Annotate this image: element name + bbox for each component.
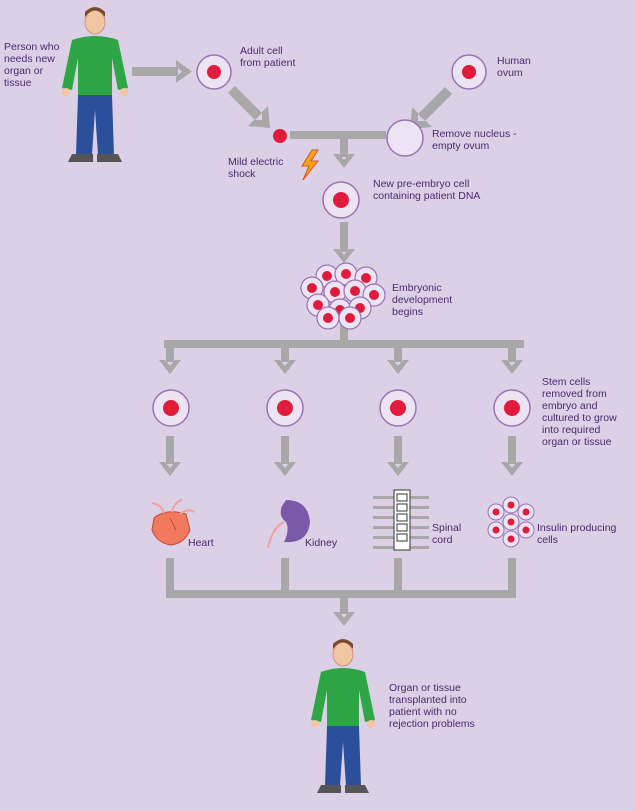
spinal-cord-label: Spinal cord [432, 522, 462, 546]
insulin-cells-icon [487, 496, 535, 548]
stem-cell-kidney [266, 389, 304, 427]
embryonic-label: Embryonic development begins [392, 282, 453, 318]
adult-cell [196, 54, 232, 90]
human-ovum-cell [451, 54, 487, 90]
patient-top-figure [62, 7, 128, 162]
transplanted-label: Organ or tissue transplanted into patien… [389, 682, 475, 730]
flow-arrows [132, 60, 524, 626]
insulin-label: Insulin producing cells [537, 522, 617, 546]
heart-icon [151, 499, 195, 546]
empty-ovum-cell [386, 119, 424, 157]
spinal-cord-icon [373, 489, 429, 551]
stem-cell-insulin [493, 389, 531, 427]
heart-label: Heart [188, 537, 214, 549]
patient-bottom-figure [311, 639, 375, 793]
adult-cell-label: Adult cell from patient [240, 45, 296, 69]
remove-nucleus-label: Remove nucleus - empty ovum [432, 128, 517, 152]
stem-cell-spinal [379, 389, 417, 427]
kidney-icon [267, 500, 310, 549]
lightning-icon [301, 149, 320, 181]
kidney-label: Kidney [305, 537, 338, 549]
person-label: Person who needs new organ or tissue [4, 41, 60, 89]
embryo-cluster [300, 262, 386, 330]
stem-cell-heart [152, 389, 190, 427]
stem-cells-label: Stem cells removed from embryo and cultu… [542, 376, 617, 448]
human-ovum-label: Human ovum [497, 55, 531, 79]
adult-nucleus [273, 129, 287, 143]
pre-embryo-label: New pre-embryo cell containing patient D… [373, 178, 481, 202]
shock-label: Mild electric shock [228, 156, 284, 180]
pre-embryo-cell [322, 181, 360, 219]
